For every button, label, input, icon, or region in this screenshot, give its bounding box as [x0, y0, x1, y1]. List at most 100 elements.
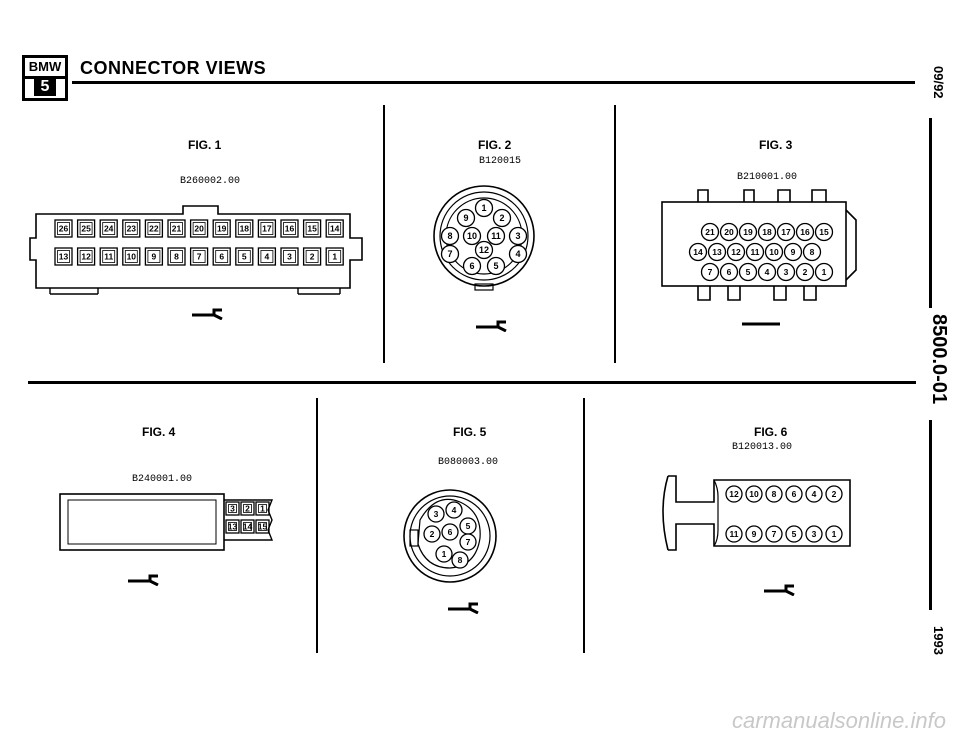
pin-14: 14 — [240, 519, 255, 534]
pin-7: 7 — [765, 525, 783, 543]
pin-23: 23 — [122, 219, 141, 238]
pin-10: 10 — [745, 485, 763, 503]
pin-1: 1 — [255, 501, 270, 516]
fig2-tool-icon — [476, 320, 507, 332]
bmw-5-logo-icon: BMW 5 — [22, 55, 68, 101]
svg-text:3: 3 — [230, 504, 235, 514]
side-section: 8500.0-01 — [928, 314, 950, 405]
svg-text:8: 8 — [810, 247, 815, 257]
fig4-code: B240001.00 — [132, 474, 193, 485]
svg-text:16: 16 — [285, 224, 295, 234]
svg-text:5: 5 — [746, 267, 751, 277]
pin-8: 8 — [802, 242, 822, 262]
svg-text:1: 1 — [442, 549, 447, 559]
svg-text:14: 14 — [693, 247, 703, 257]
pin-3: 3 — [280, 247, 299, 266]
fig3-code: B210001.00 — [737, 172, 798, 183]
pin-11: 11 — [745, 242, 765, 262]
pin-16: 16 — [795, 222, 815, 242]
pin-4: 4 — [757, 262, 777, 282]
pin-9: 9 — [456, 208, 476, 228]
pin-20: 20 — [719, 222, 739, 242]
page-title: CONNECTOR VIEWS — [80, 58, 267, 78]
svg-text:8: 8 — [458, 555, 463, 565]
fig1-code: B260002.00 — [180, 176, 241, 187]
pin-2: 2 — [492, 208, 512, 228]
pin-16: 16 — [280, 219, 299, 238]
svg-text:21: 21 — [705, 227, 715, 237]
svg-text:18: 18 — [762, 227, 772, 237]
pin-13: 13 — [54, 247, 73, 266]
pin-2: 2 — [423, 525, 441, 543]
svg-text:2: 2 — [430, 529, 435, 539]
pin-10: 10 — [122, 247, 141, 266]
svg-text:10: 10 — [769, 247, 779, 257]
pin-4: 4 — [805, 485, 823, 503]
svg-text:7: 7 — [466, 537, 471, 547]
side-rule-1 — [929, 118, 932, 308]
pin-6: 6 — [719, 262, 739, 282]
pin-1: 1 — [474, 198, 494, 218]
pin-11: 11 — [486, 226, 506, 246]
svg-text:10: 10 — [127, 252, 137, 262]
svg-text:8: 8 — [447, 231, 452, 241]
header-rule — [72, 81, 915, 84]
logo-brand: BMW — [25, 58, 65, 79]
svg-text:2: 2 — [310, 252, 315, 262]
svg-text:10: 10 — [467, 231, 477, 241]
svg-text:22: 22 — [149, 224, 159, 234]
pin-1: 1 — [435, 545, 453, 563]
svg-text:9: 9 — [152, 252, 157, 262]
pin-3: 3 — [225, 501, 240, 516]
svg-text:2: 2 — [499, 213, 504, 223]
pin-3: 3 — [508, 226, 528, 246]
fig5-label: FIG. 5 — [453, 425, 487, 439]
svg-text:17: 17 — [781, 227, 791, 237]
side-date: 09/92 — [931, 66, 946, 99]
svg-text:15: 15 — [307, 224, 317, 234]
pin-21: 21 — [700, 222, 720, 242]
svg-text:14: 14 — [243, 522, 253, 532]
svg-text:21: 21 — [172, 224, 182, 234]
pin-17: 17 — [776, 222, 796, 242]
pin-10: 10 — [462, 226, 482, 246]
svg-text:3: 3 — [287, 252, 292, 262]
svg-text:11: 11 — [104, 252, 113, 262]
svg-text:5: 5 — [242, 252, 247, 262]
pin-9: 9 — [745, 525, 763, 543]
pin-5: 5 — [459, 517, 477, 535]
pin-7: 7 — [459, 533, 477, 551]
svg-text:9: 9 — [791, 247, 796, 257]
svg-text:11: 11 — [491, 231, 501, 241]
svg-text:6: 6 — [792, 489, 797, 499]
svg-text:12: 12 — [729, 489, 739, 499]
divider-v3 — [316, 398, 318, 653]
svg-text:2: 2 — [245, 504, 250, 514]
pin-9: 9 — [144, 247, 164, 266]
svg-text:5: 5 — [792, 529, 797, 539]
pin-17: 17 — [257, 219, 277, 238]
svg-text:17: 17 — [262, 224, 272, 234]
pin-15: 15 — [814, 222, 834, 242]
svg-text:20: 20 — [194, 224, 204, 234]
pin-14: 14 — [325, 219, 344, 238]
pin-12: 12 — [474, 240, 494, 260]
svg-text:13: 13 — [228, 522, 238, 532]
pin-19: 19 — [738, 222, 758, 242]
pin-11: 11 — [99, 247, 118, 266]
pin-22: 22 — [144, 219, 164, 238]
fig5-code: B080003.00 — [438, 457, 499, 468]
svg-text:4: 4 — [452, 505, 457, 515]
svg-text:6: 6 — [219, 252, 224, 262]
pin-1: 1 — [825, 525, 843, 543]
fig4-tool-icon — [128, 574, 159, 586]
pin-12: 12 — [76, 247, 96, 266]
divider-v2 — [614, 105, 616, 363]
pin-2: 2 — [795, 262, 815, 282]
pin-19: 19 — [212, 219, 231, 238]
svg-text:1: 1 — [822, 267, 827, 277]
svg-text:4: 4 — [765, 267, 770, 277]
